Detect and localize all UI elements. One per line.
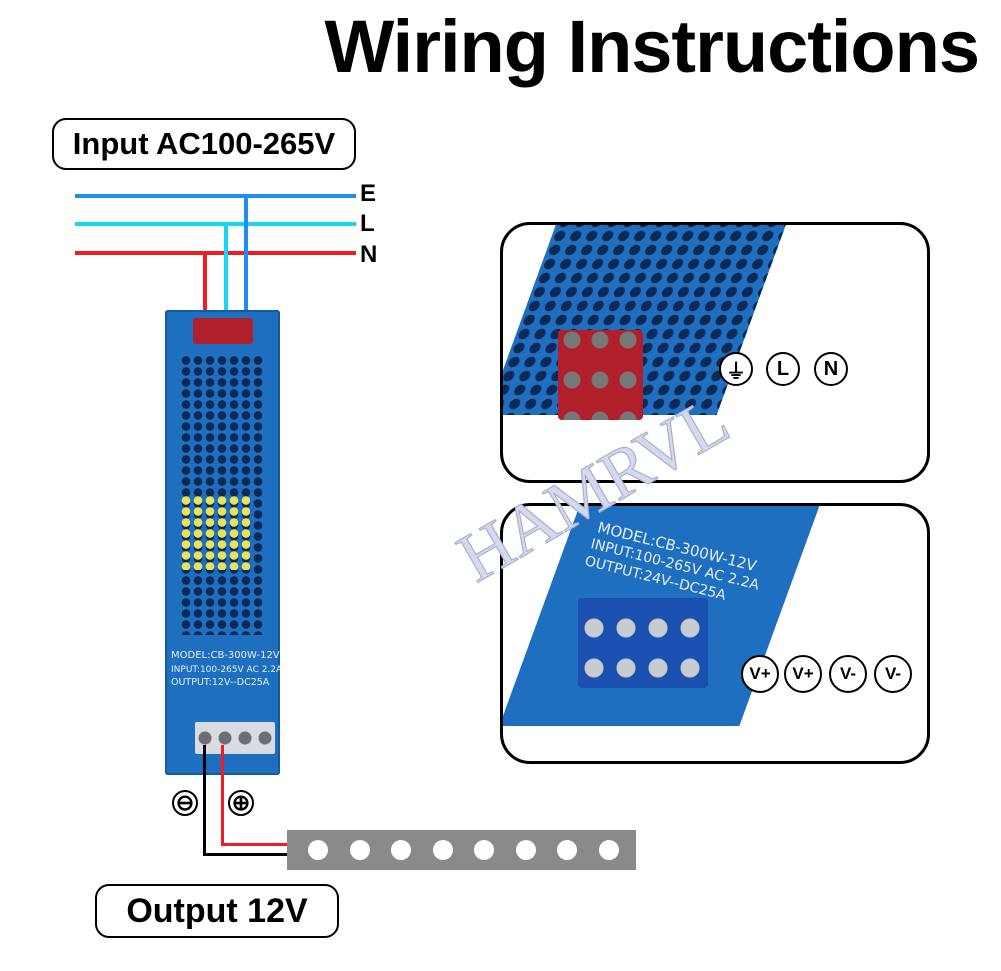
output-voltage-label: Output 12V xyxy=(95,884,339,938)
neutral-symbol-icon: N xyxy=(814,352,848,386)
live-line-label: L xyxy=(360,210,375,237)
neutral-line-label: N xyxy=(360,241,378,268)
psu-input-text: INPUT:100-265V AC 2.2A xyxy=(171,665,283,675)
psu-output-text: OUTPUT:12V--DC25A xyxy=(171,677,270,688)
psu-model-text: MODEL:CB-300W-12V xyxy=(171,650,280,661)
earth-line-label: E xyxy=(360,180,377,207)
led-dot xyxy=(474,840,494,860)
psu-closeup-body xyxy=(503,225,790,415)
minus-icon: ⊖ xyxy=(172,790,198,816)
neutral-drop xyxy=(203,251,207,324)
led-dot xyxy=(308,840,328,860)
positive-wire xyxy=(221,745,224,846)
plus-icon: ⊕ xyxy=(228,790,254,816)
negative-wire xyxy=(203,745,206,856)
led-dot xyxy=(598,840,619,860)
input-terminal-block xyxy=(558,330,643,420)
output-terminal-closeup: MODEL:CB-300W-12V INPUT:100-265V AC 2.2A… xyxy=(500,503,930,764)
live-drop xyxy=(224,222,228,324)
power-supply: MODEL:CB-300W-12V INPUT:100-265V AC 2.2A… xyxy=(165,310,283,775)
negative-wire-horizontal xyxy=(203,853,287,856)
output-terminal-block xyxy=(578,598,708,688)
led-dot xyxy=(432,840,453,860)
input-voltage-label: Input AC100-265V xyxy=(52,118,356,170)
led-dot xyxy=(391,840,411,860)
led-dot xyxy=(515,840,536,860)
v-minus-1-icon: V- xyxy=(829,655,867,693)
page-title: Wiring Instructions xyxy=(324,5,980,88)
yellow-capacitor-area xyxy=(180,495,250,570)
live-wire xyxy=(75,222,356,226)
earth-symbol-icon: ⏚ xyxy=(719,352,753,386)
live-symbol-icon: L xyxy=(766,352,800,386)
led-strip xyxy=(287,830,636,870)
output-terminal xyxy=(195,722,275,754)
input-terminal-closeup: ⏚ L N xyxy=(500,222,930,483)
positive-wire-horizontal xyxy=(221,843,287,846)
neutral-wire xyxy=(75,251,356,255)
earth-wire xyxy=(75,194,356,198)
input-terminal xyxy=(193,318,253,344)
earth-drop xyxy=(244,194,248,324)
v-plus-1-icon: V+ xyxy=(741,655,779,693)
led-dot xyxy=(557,840,577,860)
v-minus-2-icon: V- xyxy=(874,655,912,693)
v-plus-2-icon: V+ xyxy=(784,655,822,693)
led-dot xyxy=(349,840,370,860)
